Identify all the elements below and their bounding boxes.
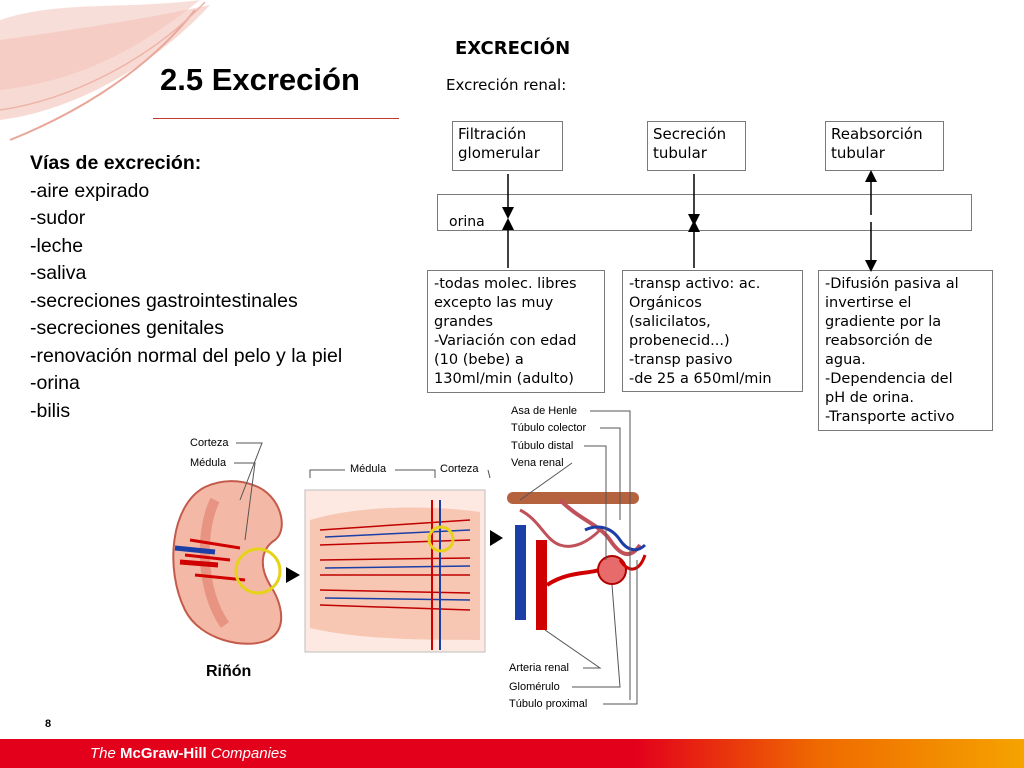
- detail-line: -de 25 a 650ml/min: [629, 371, 772, 387]
- detail-line: -Transporte activo: [825, 409, 955, 425]
- detail-line: -Difusión pasiva al: [825, 276, 959, 292]
- footer-bar: The McGraw-Hill Companies: [0, 739, 1024, 768]
- label-arteria-renal: Arteria renal: [509, 662, 569, 674]
- excretion-routes-list: Vías de excreción: -aire expirado -sudor…: [30, 150, 342, 425]
- figure-subtitle: Excreción renal:: [446, 76, 567, 94]
- detail-box-secretion: -transp activo: ac. Orgánicos (salicilat…: [622, 270, 803, 392]
- page-number: 8: [45, 718, 52, 730]
- detail-line: -transp activo: ac.: [629, 276, 761, 292]
- process-label: Reabsorción: [831, 125, 923, 143]
- list-item: -renovación normal del pelo y la piel: [30, 344, 343, 367]
- kidney-illustration: [172, 480, 300, 645]
- process-label: tubular: [831, 144, 885, 162]
- process-label: glomerular: [458, 144, 540, 162]
- process-label: Filtración: [458, 125, 527, 143]
- detail-line: agua.: [825, 352, 866, 368]
- title-underline: [153, 118, 399, 119]
- decorative-swoosh: [0, 0, 210, 141]
- label-asa-de-henle: Asa de Henle: [511, 405, 578, 417]
- process-label: tubular: [653, 144, 707, 162]
- kidney-caption: Riñón: [206, 663, 252, 680]
- label-medula: Médula: [190, 457, 227, 469]
- footer-prefix: The: [90, 745, 121, 762]
- label-tubulo-distal: Túbulo distal: [511, 440, 574, 452]
- label-corteza-mid: Corteza: [440, 463, 479, 475]
- detail-line: probenecid...): [629, 333, 730, 349]
- detail-line: 130ml/min (adulto): [434, 371, 574, 387]
- urine-band: [437, 194, 972, 231]
- detail-line: reabsorción de: [825, 333, 933, 349]
- leader-lines: [234, 410, 638, 705]
- detail-box-reabsorption: -Difusión pasiva al invertirse el gradie…: [818, 270, 993, 431]
- label-medula-mid: Médula: [350, 463, 387, 475]
- detail-line: excepto las muy: [434, 295, 554, 311]
- label-tubulo-colector: Túbulo colector: [511, 422, 587, 434]
- footer-logo-text: The McGraw-Hill Companies: [90, 745, 287, 762]
- detail-line: -Dependencia del: [825, 371, 953, 387]
- footer-brand: McGraw-Hill: [120, 745, 207, 762]
- detail-line: gradiente por la: [825, 314, 942, 330]
- detail-line: invertirse el: [825, 295, 912, 311]
- detail-box-filtration: -todas molec. libres excepto las muy gra…: [427, 270, 605, 393]
- list-item: -leche: [30, 234, 84, 257]
- footer-suffix: Companies: [206, 745, 287, 762]
- detail-line: Orgánicos: [629, 295, 702, 311]
- medulla-cortex-illustration: [304, 489, 503, 653]
- list-item: -bilis: [30, 399, 71, 422]
- process-box-filtration: Filtración glomerular: [452, 121, 563, 171]
- list-item: -sudor: [30, 207, 86, 229]
- nephron-illustration: [507, 492, 647, 630]
- figure-title: EXCRECIÓN: [455, 38, 571, 59]
- detail-line: grandes: [434, 314, 493, 330]
- detail-line: -transp pasivo: [629, 352, 733, 368]
- label-tubulo-proximal: Túbulo proximal: [509, 698, 588, 710]
- process-box-reabsorption: Reabsorción tubular: [825, 121, 944, 171]
- urine-label: orina: [449, 214, 485, 230]
- slide-title: 2.5 Excreción: [160, 62, 360, 97]
- process-box-secretion: Secreción tubular: [647, 121, 746, 171]
- detail-line: pH de orina.: [825, 390, 914, 406]
- detail-line: -Variación con edad: [434, 333, 577, 349]
- process-label: Secreción: [653, 125, 727, 143]
- list-item: -secreciones gastrointestinales: [30, 289, 298, 312]
- list-item: -aire expirado: [30, 179, 150, 202]
- excretion-routes-heading: Vías de excreción:: [30, 152, 202, 174]
- list-item: -saliva: [30, 262, 87, 284]
- label-corteza: Corteza: [190, 437, 229, 449]
- detail-line: (salicilatos,: [629, 314, 711, 330]
- list-item: -orina: [30, 372, 80, 394]
- list-item: -secreciones genitales: [30, 317, 225, 339]
- label-glomerulo: Glomérulo: [509, 681, 560, 693]
- detail-line: -todas molec. libres: [434, 276, 577, 292]
- detail-line: (10 (bebe) a: [434, 352, 524, 368]
- label-vena-renal: Vena renal: [511, 457, 564, 469]
